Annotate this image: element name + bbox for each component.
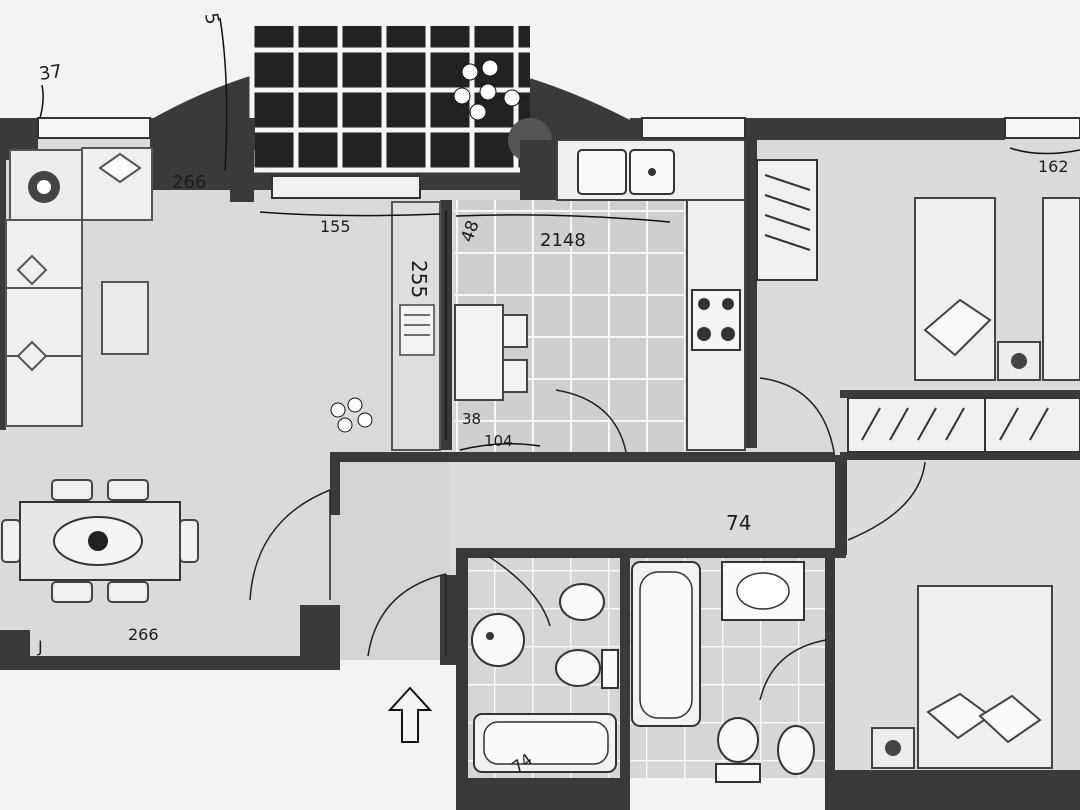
annotation-104: 104 xyxy=(484,432,513,450)
annotation-J: J xyxy=(37,637,43,656)
coffee-table xyxy=(101,281,149,355)
wardrobe xyxy=(847,397,1080,453)
annotation-38: 38 xyxy=(462,410,481,428)
bidet-2-icon xyxy=(777,725,815,775)
annotation-266-living: 266 xyxy=(172,172,206,193)
dimension-lines xyxy=(39,17,1080,451)
single-bed-2 xyxy=(1042,197,1080,381)
piano xyxy=(399,304,435,356)
sofa xyxy=(5,219,83,427)
annotation-266-dining: 266 xyxy=(128,625,159,644)
washbasin-2-icon xyxy=(721,561,805,621)
plant-icon xyxy=(330,397,373,433)
windows xyxy=(37,117,1080,139)
toilet-2-icon xyxy=(715,717,761,783)
closet-shelves xyxy=(756,159,818,281)
side-table xyxy=(9,149,83,221)
bathtub-2 xyxy=(631,561,701,727)
nightstand-lamp-icon xyxy=(997,341,1041,381)
dining-chairs xyxy=(1,479,199,603)
entrance-area xyxy=(330,455,450,660)
single-bed-1 xyxy=(914,197,996,381)
entrance-arrow-icon xyxy=(387,686,433,743)
annotation-255: 255 xyxy=(407,260,431,298)
balcony-flowers-icon xyxy=(453,59,521,121)
bedside-lamp-icon xyxy=(871,727,915,769)
annotation-155: 155 xyxy=(320,217,351,236)
toilet-1-icon xyxy=(555,649,619,689)
annotation-2148: 2148 xyxy=(540,230,586,251)
annotation-5: 5 xyxy=(200,11,223,26)
annotation-162: 162 xyxy=(1038,157,1069,176)
dining-table xyxy=(19,501,181,581)
armchair xyxy=(81,147,153,221)
kitchen-table xyxy=(454,304,528,401)
bathtub-1 xyxy=(473,713,617,773)
annotation-37: 37 xyxy=(38,61,64,85)
washbasin-1-icon xyxy=(471,613,525,667)
doors xyxy=(249,377,926,701)
stove-icon xyxy=(691,289,741,351)
double-bed xyxy=(917,585,1053,769)
sink-icon xyxy=(577,149,675,195)
walls xyxy=(0,118,1080,810)
annotation-74-hall: 74 xyxy=(726,511,751,535)
bidet-1-icon xyxy=(559,583,605,621)
